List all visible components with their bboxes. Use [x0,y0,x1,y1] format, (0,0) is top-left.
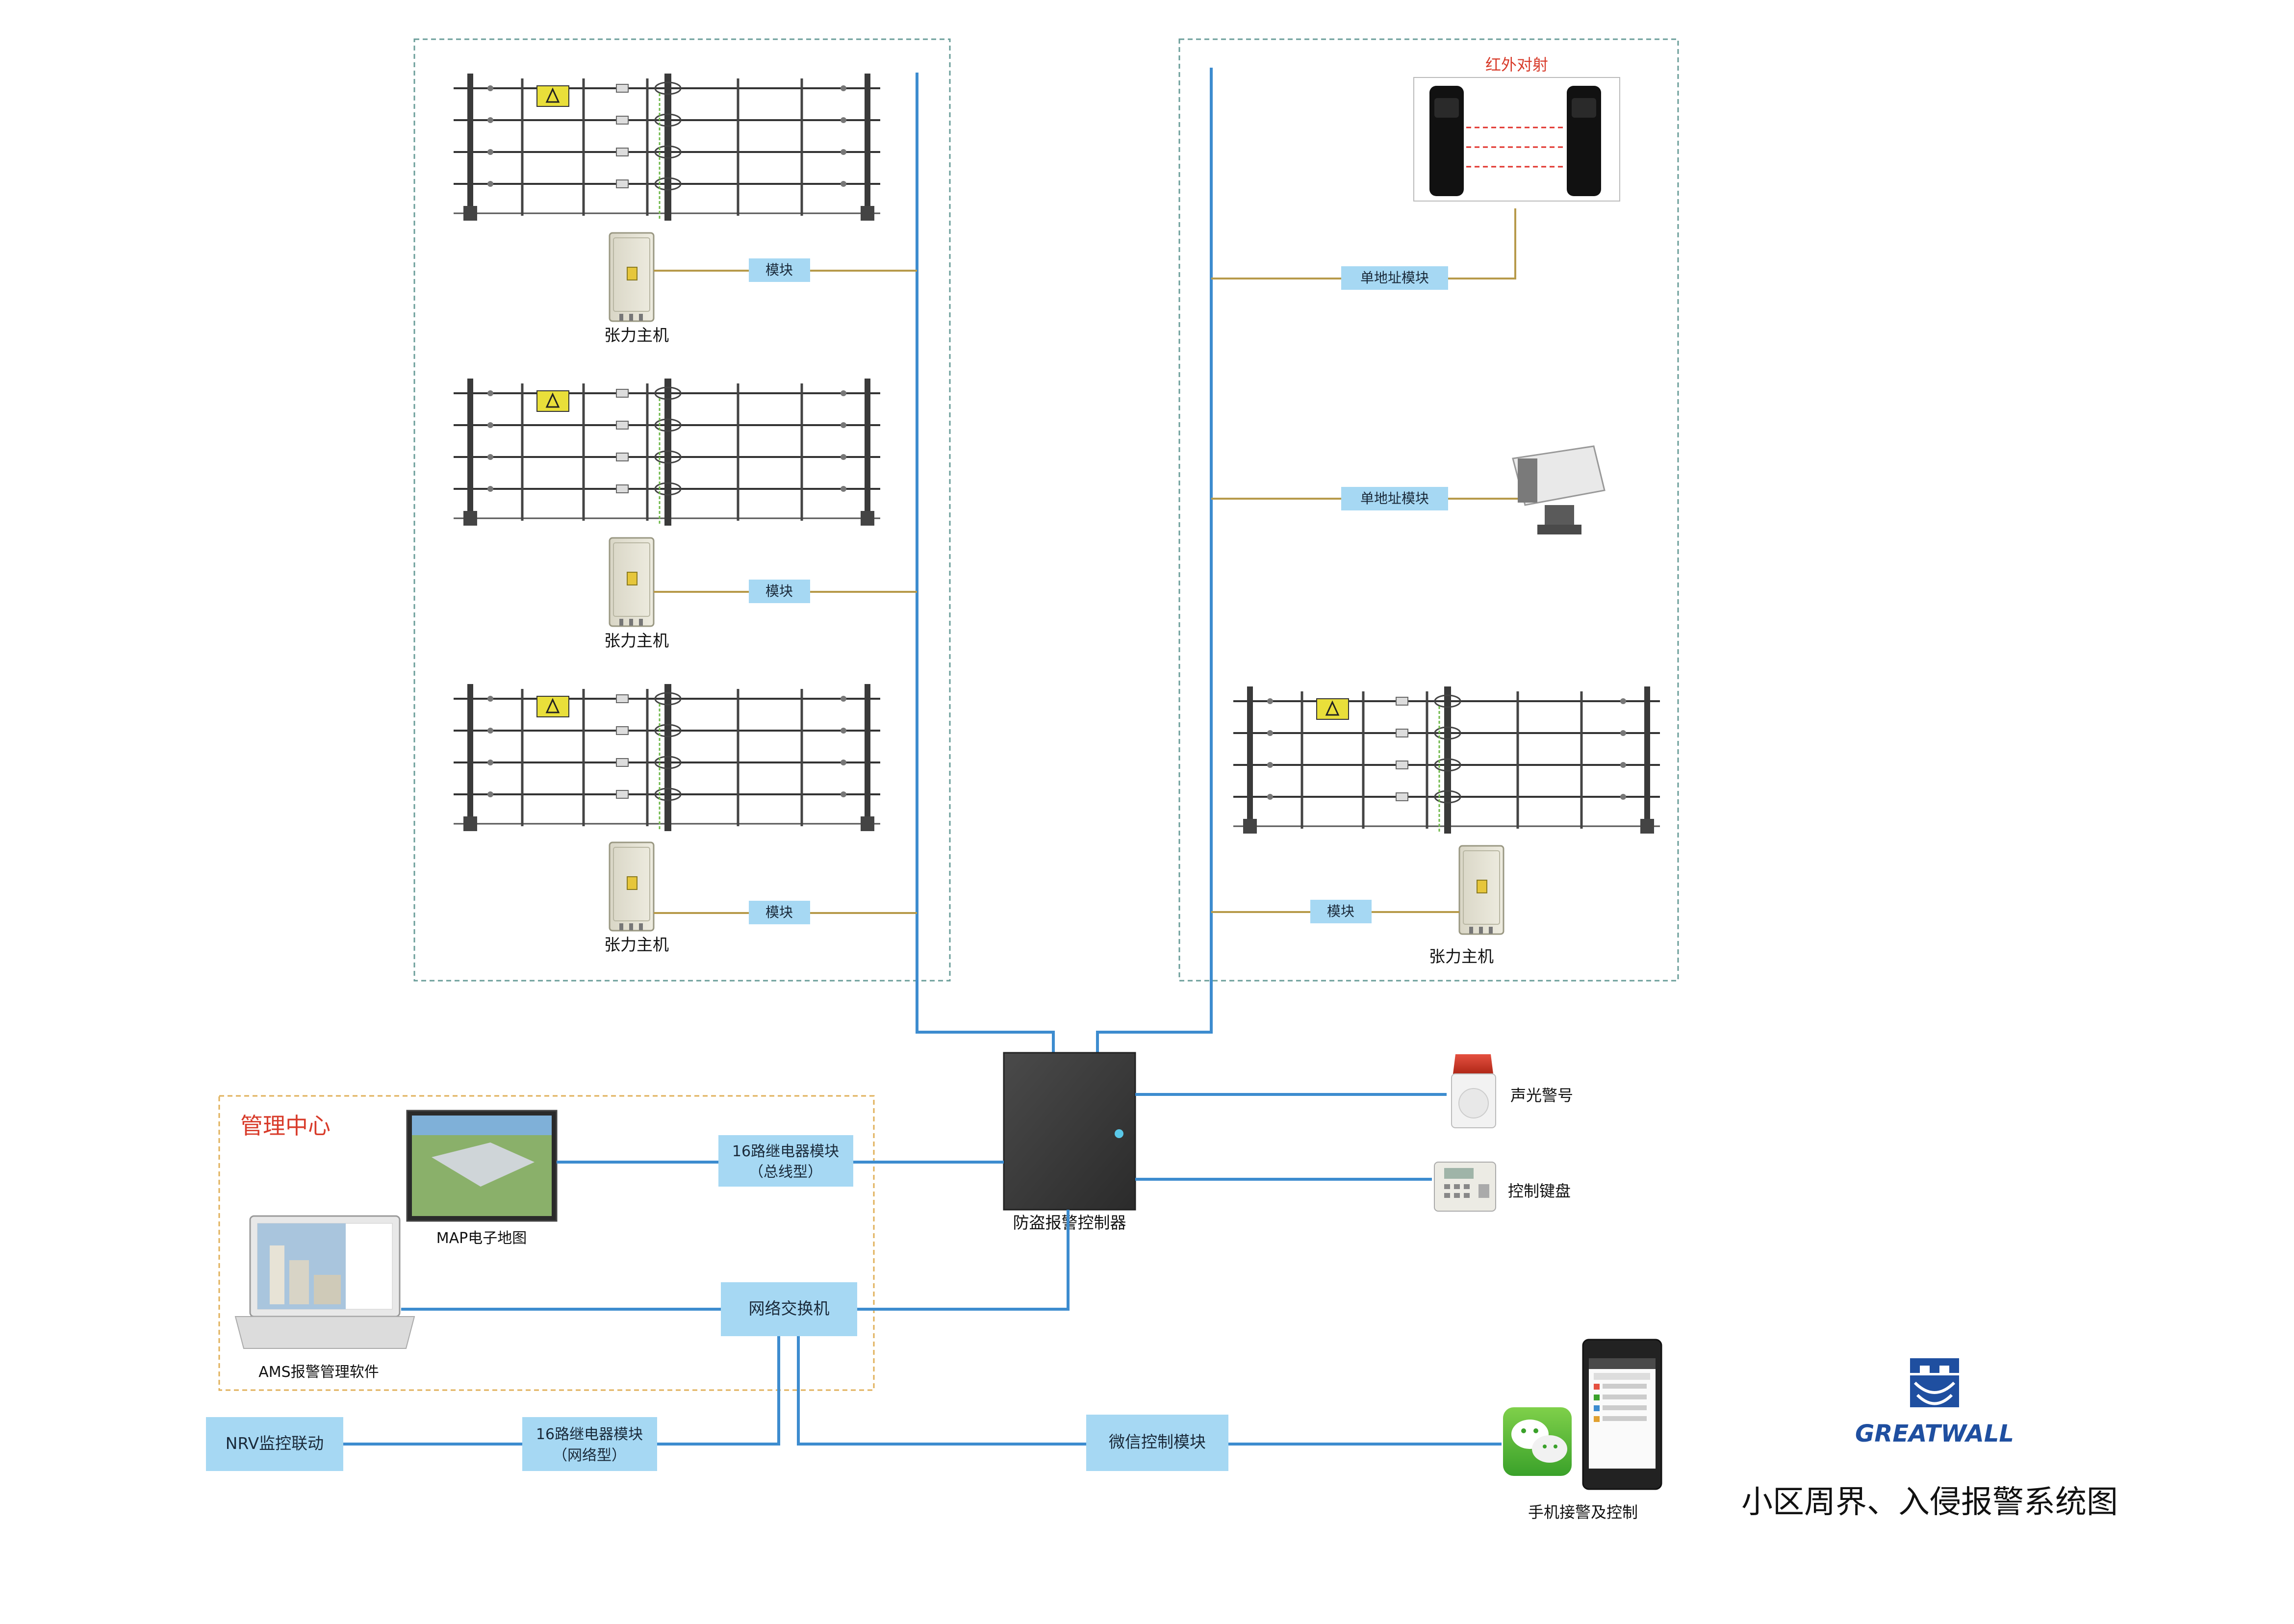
detector-camera-icon [1512,445,1606,534]
wechat-module-box: 微信控制模块 [1086,1415,1228,1471]
right-zone-border [1178,38,1679,982]
tension-fence-icon [454,74,880,221]
module-label: 模块 [765,583,793,599]
tension-host-box-icon [1458,845,1504,935]
single-address-module-label: 单地址模块 [1360,490,1429,507]
management-center-label: 管理中心 [240,1113,331,1139]
wechat-module-label: 微信控制模块 [1109,1432,1206,1451]
ams-label: AMS报警管理软件 [258,1364,379,1381]
keypad-label: 控制键盘 [1508,1182,1571,1200]
tension-fence-icon [454,684,880,831]
fence-host-label: 张力主机 [604,935,669,954]
siren-label: 声光警号 [1510,1086,1573,1105]
tension-fence-icon [454,379,880,526]
relay-bus-line2: （总线型） [749,1164,822,1181]
module-box-2: 模块 [749,580,810,603]
map-label: MAP电子地图 [436,1230,527,1247]
siren-icon [1451,1054,1496,1128]
left-zone-border [413,38,951,982]
left-bus-line [916,73,1055,1054]
relay-bus-line1: 16路继电器模块 [732,1143,839,1160]
alarm-controller-icon [1003,1052,1136,1211]
diagram-title: 小区周界、入侵报警系统图 [1741,1484,2118,1521]
map-screen-icon [406,1110,558,1222]
nrv-label: NRV监控联动 [226,1434,324,1453]
keypad-icon [1434,1162,1496,1212]
infrared-beam-icon [1413,77,1620,202]
fence-host-label: 张力主机 [604,631,669,650]
relay-net-line1: 16路继电器模块 [536,1426,643,1443]
relay-module-network-box: 16路继电器模块 （网络型） [522,1417,657,1471]
nrv-box: NRV监控联动 [206,1417,343,1471]
single-address-module-box-2: 单地址模块 [1341,487,1448,510]
brand-label: GREATWALL [1855,1420,2014,1447]
single-address-module-box-1: 单地址模块 [1341,266,1448,290]
relay-net-line2: （网络型） [553,1447,626,1464]
tension-host-box-icon [609,841,655,932]
module-box-3: 模块 [749,901,810,924]
module-box-1: 模块 [749,258,810,282]
module-label: 模块 [1327,903,1354,919]
infrared-label: 红外对射 [1485,55,1548,74]
switch-label: 网络交换机 [749,1299,830,1318]
tension-host-box-icon [609,537,655,627]
module-label: 模块 [765,262,793,278]
fence-host-label: 张力主机 [1429,947,1494,966]
laptop-icon [234,1215,415,1349]
fence-host-label: 张力主机 [604,326,669,345]
relay-module-bus-box: 16路继电器模块 （总线型） [718,1135,853,1187]
single-address-module-label: 单地址模块 [1360,270,1429,286]
tension-fence-icon [1233,686,1660,834]
network-switch-box: 网络交换机 [721,1282,857,1336]
module-label: 模块 [765,904,793,920]
management-center-border [218,1095,875,1391]
right-bus-line [1096,68,1213,1054]
greatwall-logo: GREATWALL [1855,1358,2014,1447]
mobile-phone-icon [1582,1339,1662,1490]
module-box-4: 模块 [1310,900,1372,923]
tension-host-box-icon [609,232,655,322]
phone-label: 手机接警及控制 [1528,1503,1638,1522]
wechat-icon [1503,1407,1572,1476]
